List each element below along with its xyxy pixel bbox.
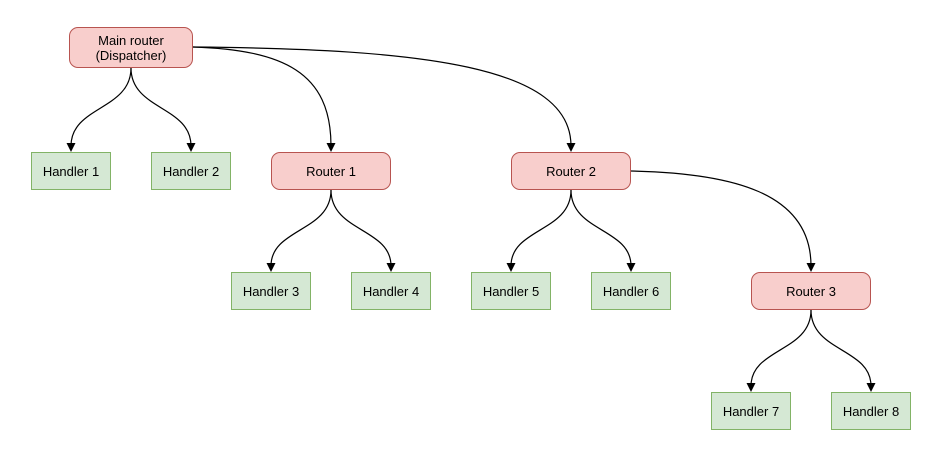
node-handler-1[interactable]: Handler 1	[31, 152, 111, 190]
edge-router-2-to-handler-5	[506, 189, 572, 272]
node-handler-2-label: Handler 2	[162, 163, 220, 179]
edge-main-to-handler-1	[66, 67, 132, 152]
edge-main-to-handler-2-arrowhead-icon	[186, 143, 196, 152]
node-handler-4-label: Handler 4	[362, 283, 420, 299]
node-handler-6[interactable]: Handler 6	[591, 272, 671, 310]
node-router-1[interactable]: Router 1	[271, 152, 391, 190]
edge-main-to-router-2-arrowhead-icon	[566, 143, 576, 152]
edge-main-to-router-1-arrowhead-icon	[326, 143, 336, 152]
edge-main-to-handler-2	[130, 67, 196, 152]
node-handler-7-label: Handler 7	[722, 403, 780, 419]
node-handler-3-label: Handler 3	[242, 283, 300, 299]
edge-router-2-to-router-3-arrowhead-icon	[806, 263, 816, 272]
edge-router-2-to-handler-5-line	[510, 189, 572, 267]
node-handler-3[interactable]: Handler 3	[231, 272, 311, 310]
node-handler-1-label: Handler 1	[42, 163, 100, 179]
edge-router-1-to-handler-3-line	[270, 189, 332, 267]
edge-router-3-to-handler-7-arrowhead-icon	[746, 383, 756, 392]
edge-main-to-router-1	[192, 46, 336, 152]
edge-router-1-to-handler-3-arrowhead-icon	[266, 263, 276, 272]
node-handler-2[interactable]: Handler 2	[151, 152, 231, 190]
edge-main-to-router-1-line	[192, 46, 332, 147]
node-handler-7[interactable]: Handler 7	[711, 392, 791, 430]
node-handler-8-label: Handler 8	[842, 403, 900, 419]
edge-router-3-to-handler-8	[810, 309, 876, 392]
edge-router-1-to-handler-4	[330, 189, 396, 272]
edge-router-3-to-handler-7-line	[750, 309, 812, 387]
edge-router-3-to-handler-8-line	[810, 309, 872, 387]
edge-router-3-to-handler-8-arrowhead-icon	[866, 383, 876, 392]
node-handler-4[interactable]: Handler 4	[351, 272, 431, 310]
edge-router-2-to-handler-6-line	[570, 189, 632, 267]
node-router-1-label: Router 1	[306, 163, 356, 179]
node-router-3-label: Router 3	[786, 283, 836, 299]
node-handler-5[interactable]: Handler 5	[471, 272, 551, 310]
node-router-3[interactable]: Router 3	[751, 272, 871, 310]
edge-router-2-to-handler-6-arrowhead-icon	[626, 263, 636, 272]
edge-router-2-to-router-3	[630, 170, 816, 272]
edge-main-to-handler-1-line	[70, 67, 132, 147]
edge-router-3-to-handler-7	[746, 309, 812, 392]
node-handler-5-label: Handler 5	[482, 283, 540, 299]
edge-router-1-to-handler-4-arrowhead-icon	[386, 263, 396, 272]
node-main-router[interactable]: Main router (Dispatcher)	[69, 27, 193, 68]
edge-main-to-router-2	[192, 46, 576, 152]
edge-main-to-router-2-line	[192, 46, 572, 147]
edge-router-2-to-handler-5-arrowhead-icon	[506, 263, 516, 272]
edge-router-1-to-handler-4-line	[330, 189, 392, 267]
node-router-2-label: Router 2	[546, 163, 596, 179]
edge-main-to-handler-2-line	[130, 67, 192, 147]
node-router-2[interactable]: Router 2	[511, 152, 631, 190]
edge-main-to-handler-1-arrowhead-icon	[66, 143, 76, 152]
node-handler-8[interactable]: Handler 8	[831, 392, 911, 430]
edge-router-1-to-handler-3	[266, 189, 332, 272]
node-handler-6-label: Handler 6	[602, 283, 660, 299]
edge-router-2-to-router-3-line	[630, 170, 812, 267]
node-main-router-label: Main router (Dispatcher)	[95, 32, 167, 63]
edge-router-2-to-handler-6	[570, 189, 636, 272]
